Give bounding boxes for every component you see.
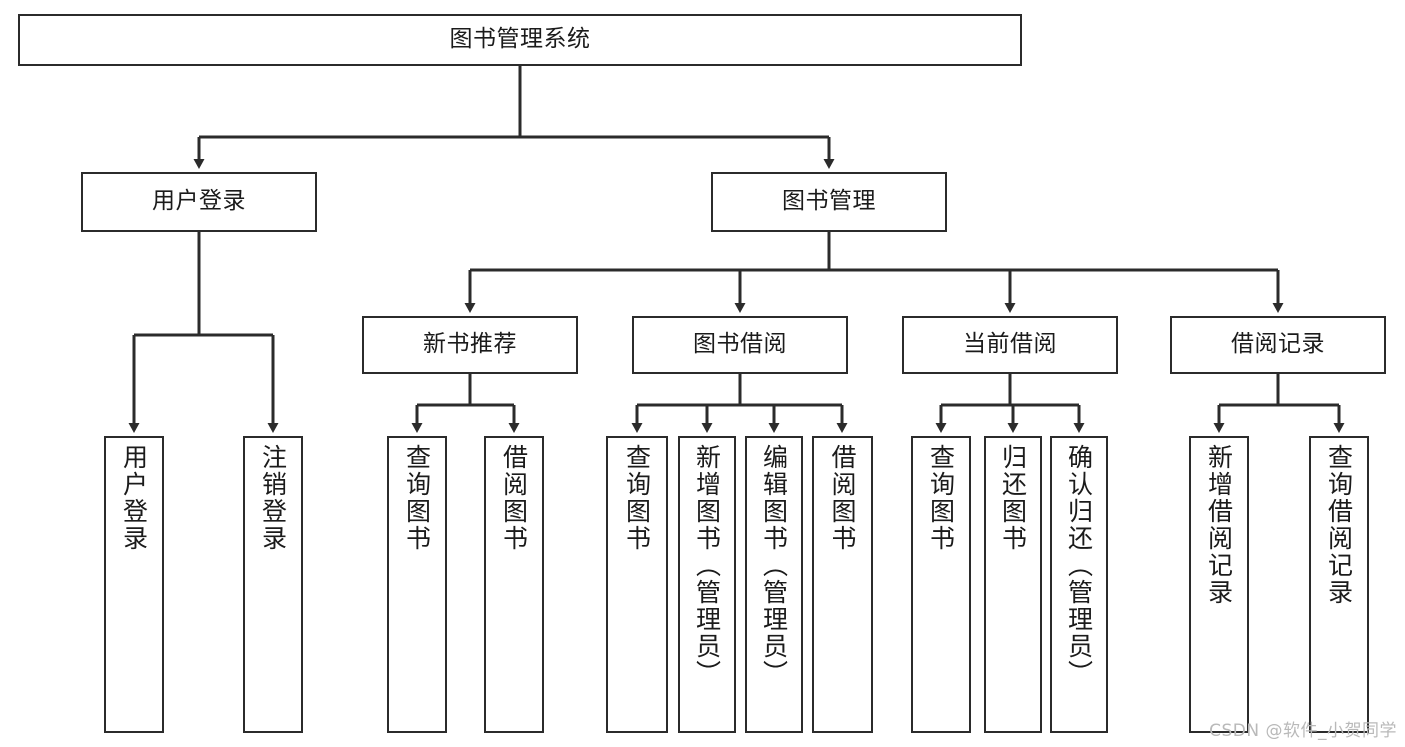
leaf-borrow-book[interactable]: 借阅图书 xyxy=(812,436,873,733)
leaf-label: 注销登录 xyxy=(258,444,288,552)
leaf-query-book-recommend[interactable]: 查询图书 xyxy=(387,436,447,733)
leaf-query-book-current[interactable]: 查询图书 xyxy=(911,436,971,733)
leaf-label: 查询图书 xyxy=(622,444,652,552)
node-book-management[interactable]: 图书管理 xyxy=(711,172,947,232)
node-current-borrow[interactable]: 当前借阅 xyxy=(902,316,1118,374)
leaf-query-book-borrow[interactable]: 查询图书 xyxy=(606,436,668,733)
node-borrow-record[interactable]: 借阅记录 xyxy=(1170,316,1386,374)
leaf-label: 借阅图书 xyxy=(828,444,857,552)
leaf-label: 用户登录 xyxy=(119,444,149,552)
leaf-return-book[interactable]: 归还图书 xyxy=(984,436,1042,733)
node-label: 当前借阅 xyxy=(963,331,1057,358)
node-label: 图书管理 xyxy=(782,188,876,215)
leaf-label: 编辑图书（管理员） xyxy=(759,444,789,687)
csdn-watermark: CSDN @软件_小贺同学 xyxy=(1209,721,1397,741)
node-label: 图书借阅 xyxy=(693,331,787,358)
node-user-login[interactable]: 用户登录 xyxy=(81,172,317,232)
leaf-confirm-return-admin[interactable]: 确认归还（管理员） xyxy=(1050,436,1108,733)
leaf-logout[interactable]: 注销登录 xyxy=(243,436,303,733)
node-label: 图书管理系统 xyxy=(449,26,591,53)
node-label: 新书推荐 xyxy=(423,331,517,358)
leaf-label: 归还图书 xyxy=(998,444,1028,552)
node-new-book-recommend[interactable]: 新书推荐 xyxy=(362,316,578,374)
leaf-borrow-book-recommend[interactable]: 借阅图书 xyxy=(484,436,544,733)
node-book-borrow[interactable]: 图书借阅 xyxy=(632,316,848,374)
leaf-edit-book-admin[interactable]: 编辑图书（管理员） xyxy=(745,436,803,733)
leaf-label: 查询借阅记录 xyxy=(1324,444,1354,606)
leaf-label: 查询图书 xyxy=(926,444,956,552)
leaf-label: 查询图书 xyxy=(402,444,432,552)
leaf-query-borrow-record[interactable]: 查询借阅记录 xyxy=(1309,436,1369,733)
leaf-label: 确认归还（管理员） xyxy=(1064,444,1094,687)
leaf-add-borrow-record[interactable]: 新增借阅记录 xyxy=(1189,436,1249,733)
node-root-system[interactable]: 图书管理系统 xyxy=(18,14,1022,66)
leaf-label: 借阅图书 xyxy=(499,444,529,552)
leaf-user-login[interactable]: 用户登录 xyxy=(104,436,164,733)
leaf-label: 新增图书（管理员） xyxy=(692,444,722,687)
node-label: 用户登录 xyxy=(152,188,246,215)
leaf-label: 新增借阅记录 xyxy=(1204,444,1234,606)
leaf-add-book-admin[interactable]: 新增图书（管理员） xyxy=(678,436,736,733)
node-label: 借阅记录 xyxy=(1231,331,1325,358)
